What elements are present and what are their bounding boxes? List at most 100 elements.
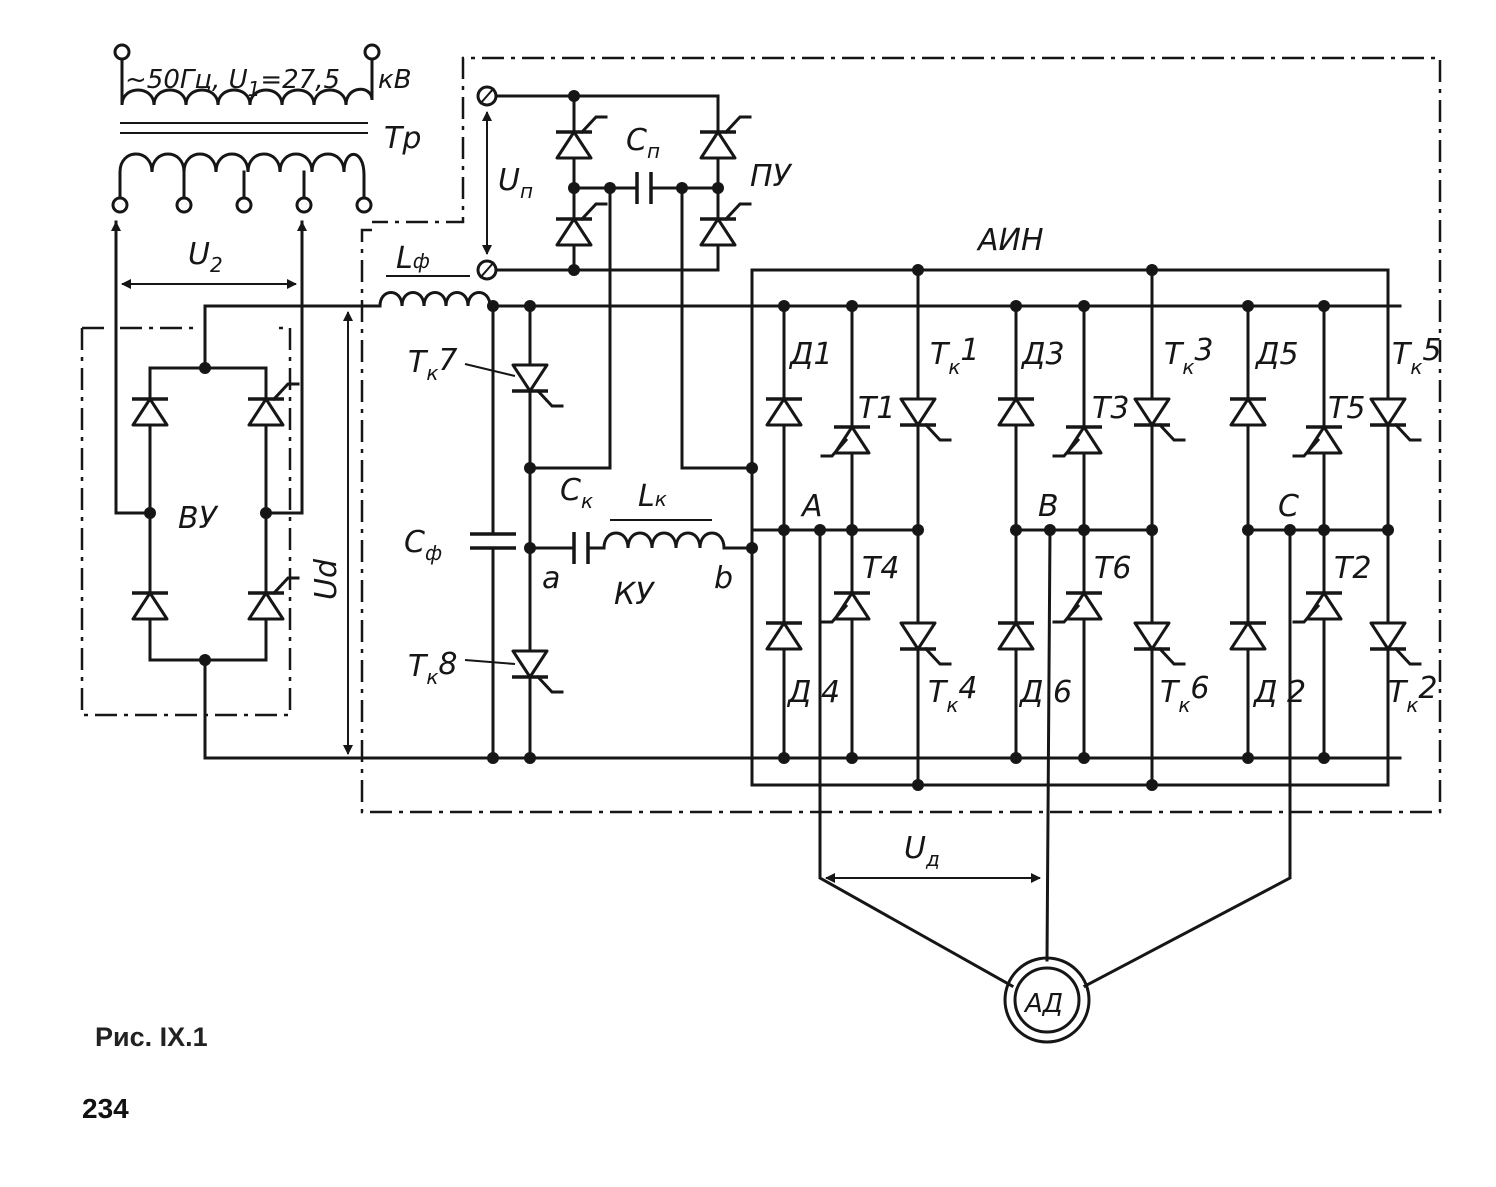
- cp-main: C: [626, 123, 647, 158]
- t5-label: Т5: [1328, 391, 1365, 426]
- tk6-num: 6: [1190, 671, 1209, 706]
- motor-output: [818, 528, 1292, 1044]
- d3-label: Д3: [1020, 337, 1065, 372]
- tk1-sub: к: [948, 355, 960, 379]
- motor-inner-circle: [1013, 966, 1081, 1034]
- phase-c-label: C: [1278, 489, 1299, 524]
- tk7-sub: к: [426, 361, 438, 385]
- rectifier-label: ВУ: [178, 501, 219, 536]
- tk3-main: Т: [1164, 337, 1185, 372]
- commutation-unit-label: КУ: [614, 577, 655, 612]
- motor-label: АД: [1023, 989, 1063, 1019]
- d1-label: Д1: [788, 337, 833, 372]
- lk-sub: к: [655, 487, 667, 511]
- up-sub: п: [520, 179, 533, 203]
- labels: ~50Гц, U1=27,5 кВ Тр U2 ВУ Ud Lф Cф Тк7 …: [82, 65, 1442, 1124]
- up-main: U: [498, 163, 520, 198]
- svg-text:Cп: Cп: [626, 123, 660, 163]
- dashed-enclosures: [80, 56, 1442, 814]
- tk7-num: 7: [438, 343, 457, 378]
- tk5-main: Т: [1392, 337, 1413, 372]
- svg-text:Cф: Cф: [404, 525, 442, 565]
- svg-text:Uп: Uп: [498, 163, 533, 203]
- svg-text:Cк: Cк: [560, 473, 593, 513]
- svg-text:Тк7: Тк7: [408, 343, 458, 385]
- t3-label: Т3: [1092, 391, 1129, 426]
- tk2-main: Т: [1388, 675, 1409, 710]
- svg-text:Тк6: Тк6: [1160, 671, 1210, 717]
- tk2-sub: к: [1406, 693, 1418, 717]
- tk7-main: Т: [408, 345, 429, 380]
- tk1-main: Т: [930, 337, 951, 372]
- u2-main: U: [188, 237, 210, 272]
- page-number: 234: [82, 1093, 129, 1124]
- phase-b-label: B: [1038, 489, 1059, 524]
- tk3-sub: к: [1182, 355, 1194, 379]
- supply-unit: кВ: [378, 65, 412, 95]
- d6-label: Д 6: [1018, 675, 1072, 710]
- svg-text:Lф: Lф: [396, 241, 430, 276]
- phase-a-label: A: [800, 489, 823, 524]
- svg-text:Тк1: Тк1: [930, 333, 980, 379]
- cf-sub: ф: [425, 541, 442, 565]
- node-a-label: a: [542, 561, 560, 596]
- transformer-label: Тр: [384, 121, 421, 156]
- dc-link: [343, 275, 1402, 764]
- tk5-num: 5: [1422, 333, 1441, 368]
- inverter-label: АИН: [976, 223, 1044, 258]
- d2-label: Д 2: [1252, 675, 1306, 710]
- ck-sub: к: [581, 489, 593, 513]
- figure-caption: Рис. IX.1: [95, 1022, 208, 1052]
- tk6-main: Т: [1160, 675, 1181, 710]
- lf-sub: ф: [413, 249, 430, 273]
- ud-sub: d: [309, 558, 344, 578]
- rectifier-bridge: [111, 220, 1402, 760]
- tk8-main: Т: [408, 649, 429, 684]
- ud-main: U: [309, 578, 344, 600]
- svg-text:Lк: Lк: [638, 479, 667, 514]
- t2-label: Т2: [1334, 551, 1371, 586]
- charging-unit-label: ПУ: [750, 159, 793, 194]
- svg-text:Тк2: Тк2: [1388, 671, 1438, 717]
- svg-text:Тк4: Тк4: [928, 671, 978, 717]
- tk4-num: 4: [958, 671, 977, 706]
- motor-outer-circle: [1003, 956, 1091, 1044]
- tk2-num: 2: [1418, 671, 1437, 706]
- t4-label: Т4: [862, 551, 899, 586]
- tk8-num: 8: [438, 647, 457, 682]
- svg-text:Uд: Uд: [904, 831, 940, 871]
- cf-main: C: [404, 525, 425, 560]
- supply-terminal-left: [113, 43, 131, 61]
- ck-main: C: [560, 473, 581, 508]
- node-b-label: b: [714, 561, 733, 596]
- supply-value: =27,5: [260, 65, 340, 95]
- tk5-sub: к: [1410, 355, 1422, 379]
- ud-motor-sub: д: [925, 847, 940, 871]
- svg-text:U2: U2: [188, 237, 223, 277]
- cp-sub: п: [647, 139, 660, 163]
- inverter: [750, 264, 1420, 791]
- tk4-main: Т: [928, 675, 949, 710]
- t6-label: Т6: [1094, 551, 1131, 586]
- tk1-num: 1: [960, 333, 979, 368]
- lk-main: L: [638, 479, 655, 514]
- svg-text:Тк5: Тк5: [1392, 333, 1442, 379]
- d4-label: Д 4: [786, 675, 840, 710]
- tk8-sub: к: [426, 665, 438, 689]
- u2-sub: 2: [210, 253, 223, 277]
- supply-sub: 1: [248, 77, 261, 101]
- tk3-num: 3: [1194, 333, 1213, 368]
- transformer: [111, 43, 381, 214]
- tk6-sub: к: [1178, 693, 1190, 717]
- supply-label: ~50Гц, U: [125, 65, 248, 95]
- svg-text:~50Гц, U1=27,5: ~50Гц, U1=27,5: [125, 65, 340, 101]
- charging-unit: [476, 85, 750, 281]
- svg-text:Ud: Ud: [309, 558, 344, 600]
- t1-label: Т1: [858, 391, 895, 426]
- tk4-sub: к: [946, 693, 958, 717]
- svg-text:Тк8: Тк8: [408, 647, 458, 689]
- ud-motor-main: U: [904, 831, 926, 866]
- supply-terminal-right: [363, 43, 381, 61]
- lf-main: L: [396, 241, 413, 276]
